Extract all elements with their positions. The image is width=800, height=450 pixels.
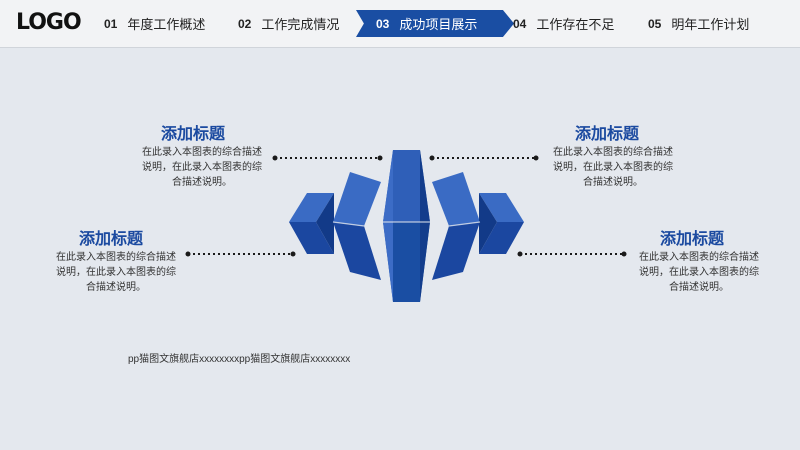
connector-dot [185,251,191,257]
connector-dot [517,251,523,257]
tab-number: 01 [104,16,118,31]
block-desc-bottom-right: 在此录入本图表的综合描述说明，在此录入本图表的综合描述说明。 [639,252,759,293]
connector-dot [377,155,383,161]
connector-dot [533,155,539,161]
tab-work-completion[interactable]: 02 工作完成情况 [238,0,339,47]
tab-label: 明年工作计划 [671,17,750,32]
block-title-bottom-left: 添加标题 [79,231,144,248]
tab-number: 05 [648,16,662,31]
tab-label: 年度工作概述 [127,17,206,32]
logo: LOGO [16,10,82,35]
tab-label: 工作完成情况 [261,17,340,32]
tab-number: 02 [238,16,252,31]
top-navigation-bar: LOGO 01 年度工作概述 02 工作完成情况 03 成功项目展示 04 工作… [0,0,800,48]
footnote-text: pp猫图文旗舰店xxxxxxxxpp猫图文旗舰店xxxxxxxx [128,354,351,365]
block-title-bottom-right: 添加标题 [660,231,725,248]
tab-number: 03 [376,16,390,31]
connector-dot [429,155,435,161]
bar-graphic [289,150,524,302]
block-desc-bottom-left: 在此录入本图表的综合描述说明，在此录入本图表的综合描述说明。 [56,252,176,293]
tab-label: 成功项目展示 [399,17,478,32]
tab-shortcomings[interactable]: 04 工作存在不足 [513,0,614,47]
block-title-top-left: 添加标题 [161,126,226,143]
block-desc-top-left: 在此录入本图表的综合描述说明，在此录入本图表的综合描述说明。 [142,147,262,188]
tab-annual-overview[interactable]: 01 年度工作概述 [104,0,205,47]
block-title-top-right: 添加标题 [575,126,640,143]
active-tab-highlight [356,10,514,37]
block-desc-top-right: 在此录入本图表的综合描述说明，在此录入本图表的综合描述说明。 [553,147,673,188]
connector-dot [290,251,296,257]
connector-dot [621,251,627,257]
tab-number: 04 [513,16,527,31]
tab-label: 工作存在不足 [536,17,615,32]
tab-project-showcase[interactable]: 03 成功项目展示 [376,0,477,47]
tab-next-year-plan[interactable]: 05 明年工作计划 [648,0,749,47]
connector-dot [272,155,278,161]
